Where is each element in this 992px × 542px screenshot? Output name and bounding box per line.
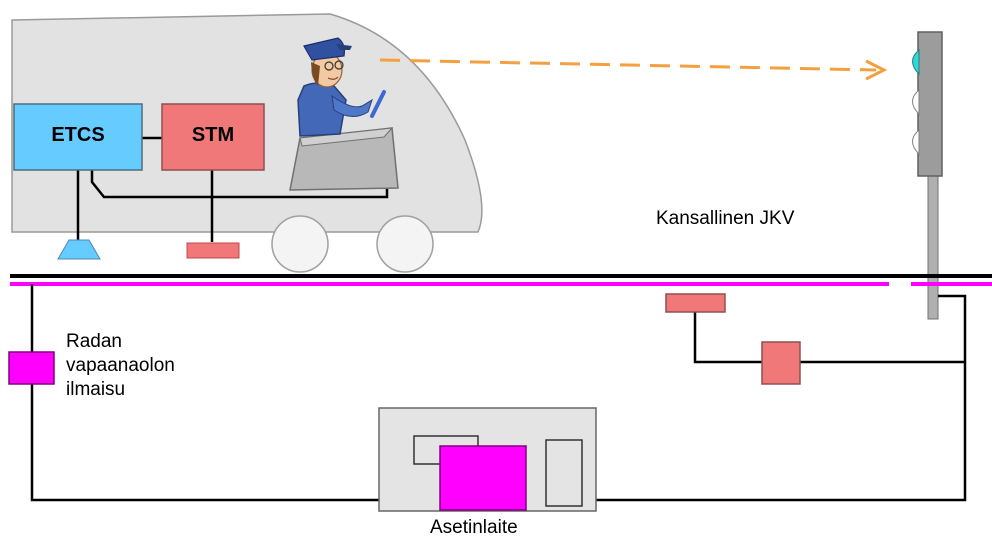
national-atp-encoder xyxy=(761,341,801,385)
signal-head xyxy=(917,31,943,177)
etcs-antenna xyxy=(57,239,101,260)
sight-line-arrow xyxy=(379,58,888,81)
wheel-rear xyxy=(376,215,434,273)
stm-box xyxy=(161,103,265,171)
national-atp-label: Kansallinen JKV xyxy=(656,208,795,229)
train-driver-icon xyxy=(297,37,386,137)
track-detection-box xyxy=(8,351,55,385)
stm-antenna xyxy=(186,242,240,259)
train xyxy=(11,13,483,273)
railway-signal-icon xyxy=(912,31,943,320)
etcs-label: ETCS xyxy=(51,124,105,146)
interlocking xyxy=(378,407,597,512)
wheel-front xyxy=(271,215,329,273)
track-detection-label: Radan vapaanaolon ilmaisu xyxy=(66,330,175,402)
trackside-wiring xyxy=(30,284,967,502)
track-detection-label-line2: vapaanaolon xyxy=(66,355,175,376)
signal-post xyxy=(927,175,939,320)
etcs-box xyxy=(13,103,143,171)
national-atp-balise xyxy=(665,293,726,313)
interlocking-label: Asetinlaite xyxy=(430,517,518,538)
track-detection-label-line3: ilmaisu xyxy=(66,379,126,400)
stm-label: STM xyxy=(191,124,235,146)
interlocking-detection-unit xyxy=(439,445,527,511)
track-detection-label-line1: Radan xyxy=(66,331,122,352)
